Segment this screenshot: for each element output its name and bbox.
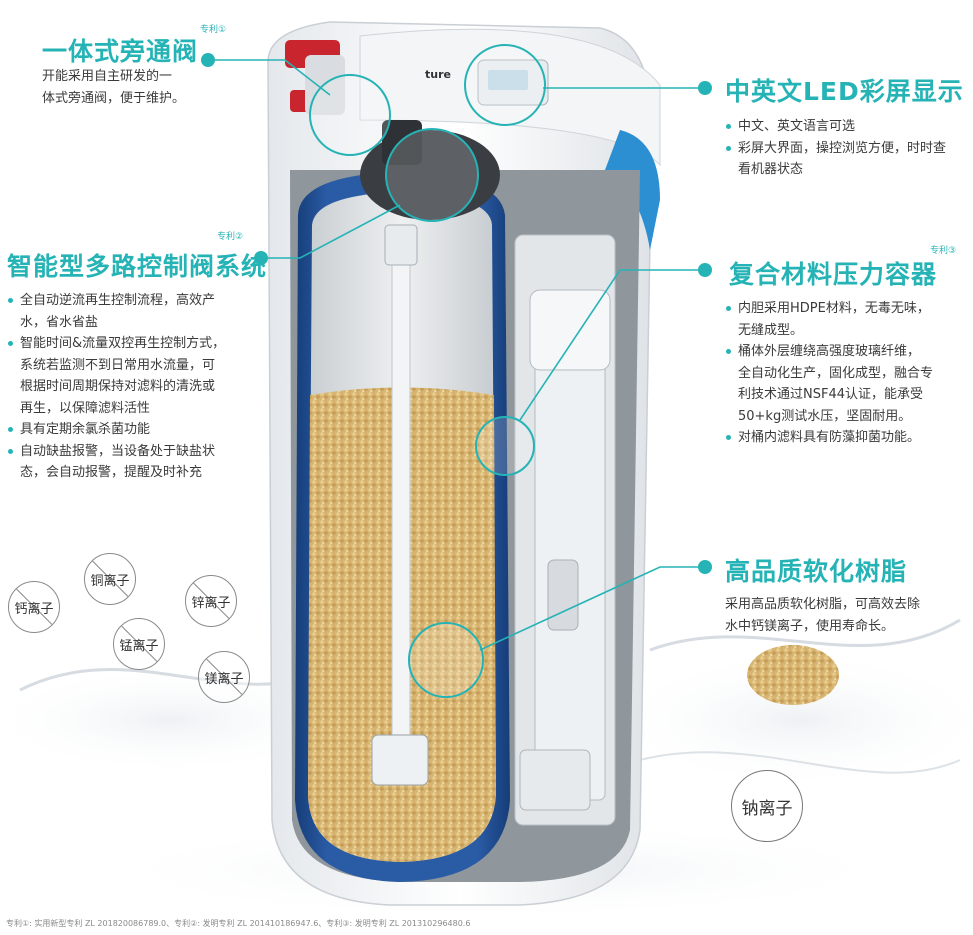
leader-resin — [479, 566, 707, 651]
ion-badge-calcium: 钙离子 — [8, 581, 60, 633]
vessel-title: 复合材料压力容器 — [729, 260, 938, 289]
ion-badge-sodium: 钠离子 — [731, 770, 803, 842]
display-item-1: 中文、英文语言可选 — [725, 116, 965, 138]
control-item-1-line-2: 水，省水省盐 — [20, 314, 99, 330]
control-item-2: 智能时间&流量双控再生控制方式， 系统若监测不到日常用水流量，可 根据时间周期保… — [7, 333, 257, 419]
vessel-item-2-line-4: 50+kg测试水压，坚固耐用。 — [738, 408, 912, 424]
control-item-2-line-1: 智能时间&流量双控再生控制方式， — [20, 336, 226, 351]
control-item-4: 自动缺盐报警，当设备处于缺盐状 态，会自动报警，提醒及时补充 — [7, 441, 257, 484]
control-item-1: 全自动逆流再生控制流程，高效产 水，省水省盐 — [7, 290, 257, 333]
patent-footnote: 专利①: 实用新型专利 ZL 201820086789.0、专利②: 发明专利 … — [6, 919, 471, 928]
control-item-2-line-4: 再生，以保障滤料活性 — [20, 400, 151, 416]
display-item-1-line-1: 中文、英文语言可选 — [738, 119, 856, 134]
vessel-item-2-line-2: 全自动化生产，固化成型，融合专 — [738, 365, 934, 381]
vessel-item-3: 对桶内滤料具有防藻抑菌功能。 — [725, 427, 965, 449]
leader-dot-vessel — [698, 263, 712, 277]
distributor-tube — [391, 224, 411, 746]
control-title: 智能型多路控制阀系统 — [7, 252, 268, 281]
resin-sample-pile — [747, 645, 839, 705]
resin-description: 采用高品质软化树脂，可高效去除 水中钙镁离子，使用寿命长。 — [725, 594, 965, 637]
callout-circle-vessel — [475, 416, 535, 476]
vessel-feature-list: 内胆采用HDPE材料，无毒无味， 无缝成型。 桶体外层缠绕高强度玻璃纤维， 全自… — [725, 298, 965, 449]
ion-badge-copper: 铜离子 — [84, 553, 136, 605]
control-patent-tag: 专利② — [217, 232, 244, 242]
leader-dot-resin — [698, 560, 712, 574]
control-feature-list: 全自动逆流再生控制流程，高效产 水，省水省盐 智能时间&流量双控再生控制方式， … — [7, 290, 257, 484]
control-item-2-line-2: 系统若监测不到日常用水流量，可 — [20, 357, 216, 373]
vessel-item-2: 桶体外层缠绕高强度玻璃纤维， 全自动化生产，固化成型，融合专 利技术通过NSF4… — [725, 341, 965, 427]
vessel-patent-tag: 专利③ — [930, 246, 957, 256]
leader-dot-display — [698, 81, 712, 95]
vessel-item-1-line-1: 内胆采用HDPE材料，无毒无味， — [738, 301, 930, 316]
control-item-1-line-1: 全自动逆流再生控制流程，高效产 — [20, 293, 216, 308]
ion-label-calcium: 钙离子 — [14, 601, 54, 617]
control-item-3-line-1: 具有定期余氯杀菌功能 — [20, 422, 151, 437]
ion-label-zinc: 锌离子 — [191, 595, 231, 611]
callout-circle-control — [385, 128, 479, 222]
resin-line-2: 水中钙镁离子，使用寿命长。 — [725, 618, 895, 634]
bypass-patent-tag: 专利① — [200, 25, 227, 35]
vessel-item-1-line-2: 无缝成型。 — [738, 322, 804, 338]
control-item-3: 具有定期余氯杀菌功能 — [7, 419, 257, 441]
vessel-item-2-line-1: 桶体外层缠绕高强度玻璃纤维， — [738, 344, 921, 359]
control-item-4-line-2: 态，会自动报警，提醒及时补充 — [20, 465, 203, 480]
vessel-item-1: 内胆采用HDPE材料，无毒无味， 无缝成型。 — [725, 298, 965, 341]
vessel-item-3-line-1: 对桶内滤料具有防藻抑菌功能。 — [738, 430, 921, 445]
bypass-line-1: 开能采用自主研发的一 — [42, 69, 173, 84]
bypass-title: 一体式旁通阀 — [42, 37, 199, 66]
ion-label-manganese: 锰离子 — [119, 638, 159, 654]
ion-label-magnesium: 镁离子 — [204, 671, 244, 687]
leader-bypass — [215, 59, 331, 96]
resin-line-1: 采用高品质软化树脂，可高效去除 — [725, 597, 921, 612]
ion-badge-zinc: 锌离子 — [185, 575, 237, 627]
leader-dot-control — [254, 251, 268, 265]
display-title: 中英文LED彩屏显示 — [725, 77, 964, 106]
bypass-description: 开能采用自主研发的一 体式旁通阀，便于维护。 — [42, 66, 212, 109]
display-feature-list: 中文、英文语言可选 彩屏大界面，操控浏览方便，时时查 看机器状态 — [725, 116, 965, 181]
callout-circle-bypass — [309, 74, 391, 156]
display-item-2-line-1: 彩屏大界面，操控浏览方便，时时查 — [738, 140, 947, 156]
control-item-4-line-1: 自动缺盐报警，当设备处于缺盐状 — [20, 443, 216, 459]
ion-label-sodium: 钠离子 — [741, 798, 793, 819]
ion-label-copper: 铜离子 — [90, 573, 130, 589]
vessel-item-2-line-3: 利技术通过NSF44认证，能承受 — [738, 387, 923, 402]
leader-control — [265, 204, 401, 259]
resin-title: 高品质软化树脂 — [725, 557, 908, 586]
leader-dot-bypass — [201, 53, 215, 67]
callout-circle-display — [464, 44, 546, 126]
ion-badge-magnesium: 镁离子 — [198, 651, 250, 703]
bypass-line-2: 体式旁通阀，便于维护。 — [42, 90, 186, 106]
ion-badge-manganese: 锰离子 — [113, 618, 165, 670]
brand-logo-text: ture — [425, 68, 451, 81]
display-item-2: 彩屏大界面，操控浏览方便，时时查 看机器状态 — [725, 138, 965, 181]
display-item-2-line-2: 看机器状态 — [738, 162, 804, 177]
callout-circle-resin — [408, 622, 484, 698]
control-item-2-line-3: 根据时间周期保持对滤料的清洗或 — [20, 379, 216, 394]
leader-vessel — [519, 269, 707, 421]
